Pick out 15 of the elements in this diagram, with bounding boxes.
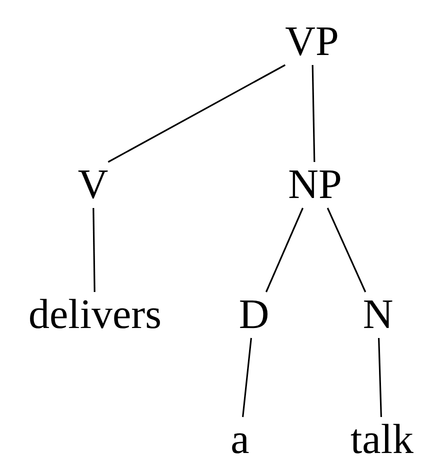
tree-node-label: talk — [350, 419, 414, 461]
tree-branch — [378, 338, 382, 418]
tree-node-label: VP — [285, 21, 339, 63]
tree-branch — [242, 338, 252, 418]
tree-node-label: N — [362, 294, 394, 336]
tree-node-label: NP — [288, 164, 342, 206]
tree-branch — [92, 208, 96, 292]
tree-branch — [326, 208, 366, 292]
tree-node-label: delivers — [28, 294, 162, 336]
tree-branch — [312, 64, 316, 162]
tree-branch — [108, 64, 286, 163]
tree-node-label: V — [78, 164, 108, 206]
tree-node-label: a — [230, 419, 250, 461]
tree-node-label: D — [238, 294, 270, 336]
tree-branch — [265, 208, 304, 292]
